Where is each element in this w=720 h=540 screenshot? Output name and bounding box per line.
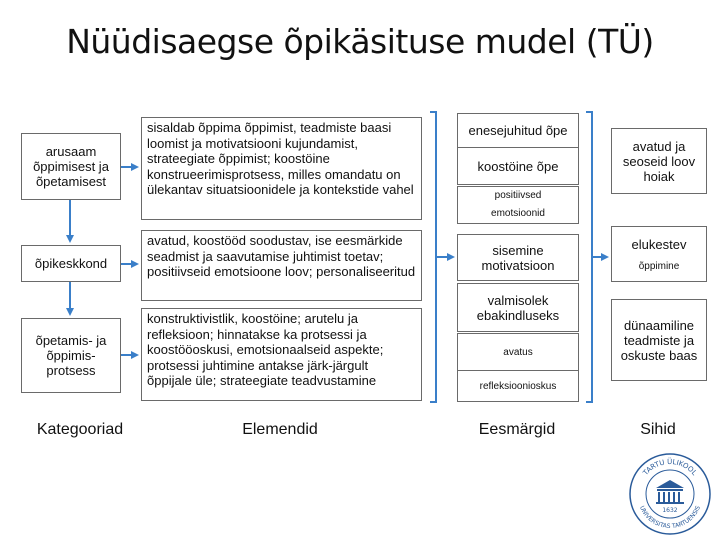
bracket-elements: [430, 111, 437, 403]
goal-learning-label: õppimine: [638, 261, 680, 272]
goal-open-attitude: avatud ja seoseid loov hoiak: [611, 128, 707, 194]
element-text: sisaldab õppima õppimist, teadmiste baas…: [147, 120, 414, 197]
goal-dynamic-knowledge: dünaamiline teadmiste ja oskuste baas: [611, 299, 707, 381]
footer-outcomes: Eesmärgid: [478, 421, 556, 438]
category-box-environment: õpikeskkond: [21, 245, 121, 282]
element-box-process: konstruktivistlik, koostöine; arutelu ja…: [141, 308, 422, 401]
goal-lifelong-learning: elukestev õppimine: [611, 226, 707, 282]
outcome-positive-emotions: positiivsed emotsioonid: [457, 186, 579, 224]
element-box-environment: avatud, koostööd soodustav, ise eesmärki…: [141, 230, 422, 301]
page-title: Nüüdisaegse õpikäsituse mudel (TÜ): [66, 22, 654, 61]
outcome-self-directed: enesejuhitud õpe: [457, 113, 579, 148]
bracket-outcomes: [586, 111, 593, 403]
category-label: arusaam õppimisest ja õpetamisest: [33, 144, 109, 189]
category-label: õpikeskkond: [34, 256, 108, 271]
logo-year: 1632: [662, 507, 677, 514]
element-text: avatud, koostööd soodustav, ise eesmärki…: [147, 233, 416, 279]
outcome-collaborative: koostöine õpe: [457, 147, 579, 185]
outcome-reflection-skill: refleksioonioskus: [457, 370, 579, 402]
outcome-readiness-uncertainty: valmisolek ebakindluseks: [457, 283, 579, 332]
element-box-understanding: sisaldab õppima õppimist, teadmiste baas…: [141, 117, 422, 220]
outcome-intrinsic-motivation: sisemine motivatsioon: [457, 234, 579, 281]
outcome-openness: avatus: [457, 333, 579, 371]
category-label: õpetamis- ja õppimis-protsess: [35, 333, 107, 378]
goal-lifelong-label: elukestev: [631, 237, 687, 252]
footer-elements: Elemendid: [242, 421, 318, 438]
footer-categories: Kategooriad: [36, 421, 124, 438]
category-box-understanding: arusaam õppimisest ja õpetamisest: [21, 133, 121, 200]
university-logo: TARTU ÜLIKOOL UNIVERSITAS TARTUENSIS 163…: [629, 453, 711, 535]
element-text: konstruktivistlik, koostöine; arutelu ja…: [147, 311, 384, 388]
category-box-process: õpetamis- ja õppimis-protsess: [21, 318, 121, 393]
footer-goals: Sihid: [640, 421, 676, 438]
